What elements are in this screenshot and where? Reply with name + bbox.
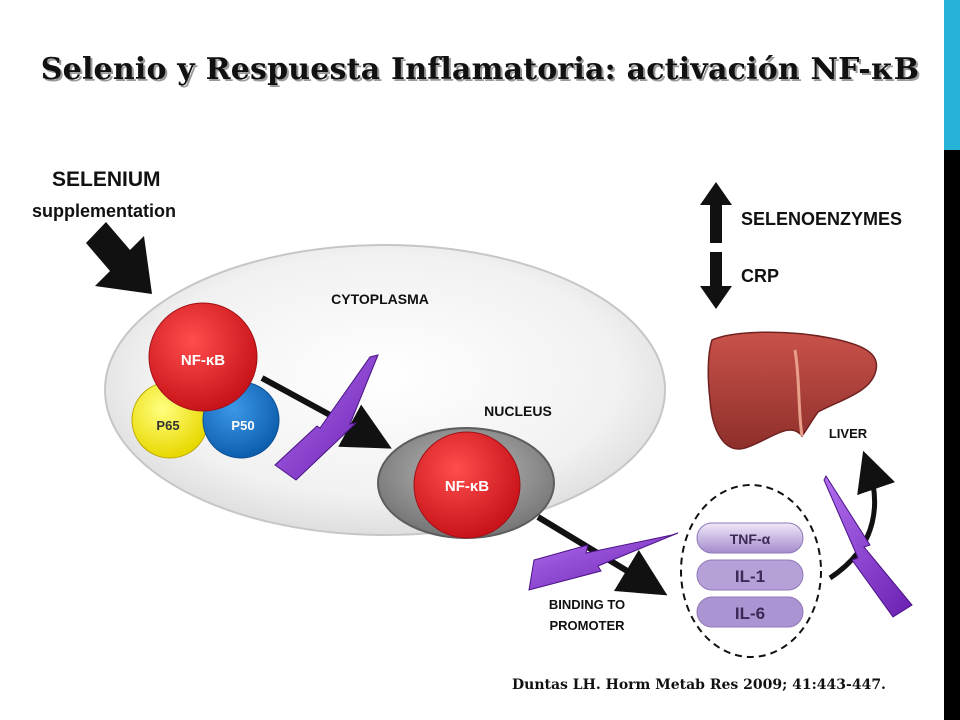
translocation-arrow	[260, 375, 392, 449]
selenium-label: SELENIUM	[52, 168, 161, 191]
crp-label: CRP	[741, 266, 779, 286]
nucleus-nfkb-label: NF-κB	[445, 478, 489, 495]
promoter-label-1: BINDING TO	[549, 597, 625, 612]
cytoplasm-label: CYTOPLASMA	[331, 291, 429, 307]
cytokine-il1	[696, 559, 804, 591]
liver-label: LIVER	[829, 426, 868, 441]
nucleus-label: NUCLEUS	[484, 403, 552, 419]
liver-arrow	[828, 450, 896, 581]
cytokine-tnf-label: TNF-α	[730, 531, 771, 547]
promoter-label-2: PROMOTER	[549, 618, 625, 633]
accent-bar-dark	[944, 150, 960, 720]
selenoenzymes-label: SELENOENZYMES	[741, 209, 902, 229]
cytokine-il6	[696, 596, 804, 628]
p65-label: P65	[156, 418, 179, 433]
citation: Duntas LH. Horm Metab Res 2009; 41:443-4…	[512, 677, 886, 693]
accent-bar-cyan	[944, 0, 960, 150]
nucleus-nfkb	[413, 431, 521, 539]
signal-bolt-3	[823, 474, 913, 618]
up-arrow-icon	[700, 182, 732, 243]
supplementation-label: supplementation	[32, 201, 177, 221]
slide-title: Selenio y Respuesta Inflamatoria: activa…	[40, 52, 920, 87]
p50-label: P50	[231, 418, 254, 433]
cytokine-il6-label: IL-6	[735, 604, 765, 623]
nfkb-label: NF-κB	[181, 352, 225, 369]
cytokine-il1-label: IL-1	[735, 567, 765, 586]
signal-bolt-1	[274, 354, 379, 481]
cytokine-tnf	[696, 522, 804, 554]
cytokine-group	[680, 484, 822, 658]
selenium-arrow	[86, 222, 152, 294]
liver-organ	[707, 331, 878, 450]
down-arrow-icon	[700, 252, 732, 309]
nfkb-complex	[148, 302, 258, 412]
signal-bolt-2	[528, 532, 679, 591]
